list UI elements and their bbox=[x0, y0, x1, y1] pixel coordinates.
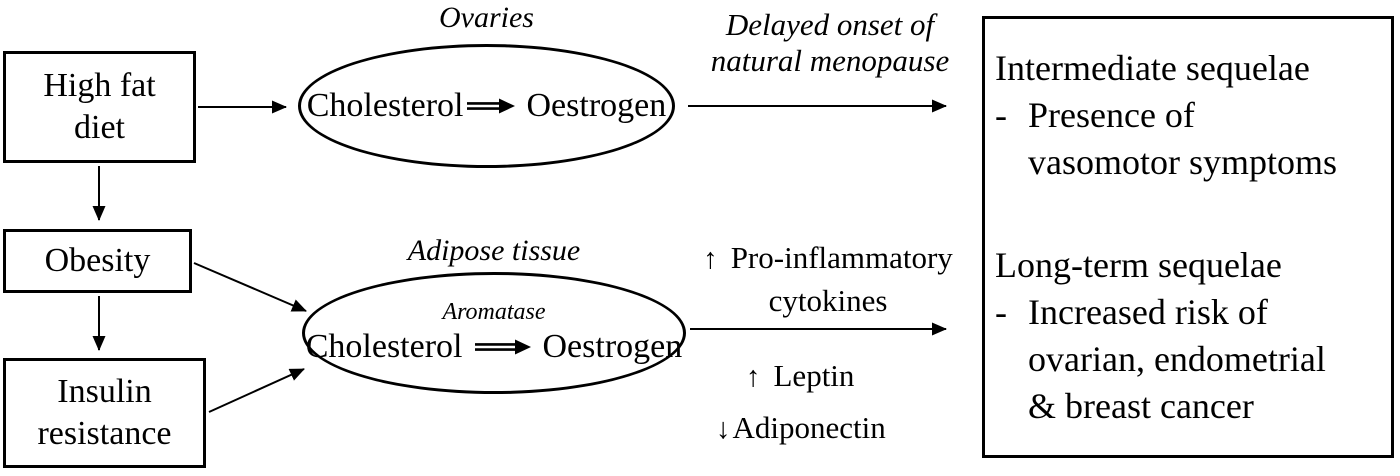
pro-inflammatory-line1: ↑ Pro-inflammatory bbox=[678, 237, 978, 280]
delayed-onset-line2: natural menopause bbox=[710, 43, 950, 78]
bullet-dash: - bbox=[995, 95, 1007, 135]
ovaries-ellipse: Cholesterol Oestrogen bbox=[298, 44, 675, 168]
increase-arrow-icon: ↑ bbox=[746, 361, 761, 393]
arrow-obesity-to-adipose bbox=[193, 262, 307, 312]
ovaries-product: Oestrogen bbox=[526, 87, 667, 124]
adipose-substrate: Cholesterol bbox=[305, 327, 463, 365]
intermediate-sequelae-bullet-text: Presence of vasomotor symptoms bbox=[1028, 92, 1337, 186]
ovaries-substrate: Cholesterol bbox=[306, 87, 464, 124]
pro-inflammatory-line2: cytokines bbox=[768, 283, 888, 318]
arrow-insulin-to-adipose bbox=[208, 368, 305, 413]
intermediate-bullet-line2: vasomotor symptoms bbox=[1028, 142, 1338, 182]
adipose-tissue-ellipse: Aromatase Cholesterol Oestrogen bbox=[302, 272, 686, 394]
increase-arrow-icon: ↑ bbox=[703, 243, 718, 275]
insulin-resistance-box: Insulin resistance bbox=[3, 358, 206, 468]
bullet-dash: - bbox=[995, 292, 1007, 332]
insulin-resistance-line1: Insulin bbox=[57, 372, 152, 410]
reaction-arrow-icon bbox=[474, 339, 531, 355]
obesity-box: Obesity bbox=[3, 229, 192, 293]
high-fat-diet-line1: High fat bbox=[43, 66, 156, 104]
delayed-onset-annotation: Delayed onset of natural menopause bbox=[680, 7, 980, 79]
intermediate-sequelae-title: Intermediate sequelae bbox=[995, 48, 1310, 88]
long-term-sequelae-bullet: - Increased risk of ovarian, endometrial… bbox=[995, 289, 1387, 430]
obesity-label: Obesity bbox=[44, 241, 151, 279]
pro-inflammatory-annotation: ↑ Pro-inflammatory cytokines bbox=[678, 237, 978, 321]
ovaries-reaction: Cholesterol Oestrogen bbox=[307, 87, 667, 125]
aromatase-label: Aromatase bbox=[442, 299, 546, 326]
intermediate-sequelae-bullet: - Presence of vasomotor symptoms bbox=[995, 92, 1387, 186]
intermediate-sequelae-section: Intermediate sequelae - Presence of vaso… bbox=[995, 45, 1387, 186]
adipose-product: Oestrogen bbox=[542, 327, 683, 365]
adipose-reaction: Cholesterol Oestrogen bbox=[306, 328, 683, 366]
long-term-bullet-line1: Increased risk of bbox=[1028, 292, 1268, 332]
adiponectin-annotation: ↓ Adiponectin bbox=[716, 410, 886, 446]
long-term-bullet-line2: ovarian, endometrial bbox=[1028, 339, 1326, 379]
high-fat-diet-box: High fat diet bbox=[3, 51, 196, 163]
decrease-arrow-icon: ↓ bbox=[716, 413, 731, 445]
long-term-sequelae-bullet-text: Increased risk of ovarian, endometrial &… bbox=[1028, 289, 1326, 430]
insulin-resistance-line2: resistance bbox=[37, 415, 172, 452]
intermediate-bullet-line1: Presence of bbox=[1028, 95, 1195, 135]
adiponectin-label: Adiponectin bbox=[732, 410, 886, 445]
long-term-bullet-line3: & breast cancer bbox=[1028, 386, 1254, 426]
pro-inflammatory-text: Pro-inflammatory bbox=[730, 240, 953, 275]
adipose-tissue-title: Adipose tissue bbox=[407, 234, 581, 267]
reaction-arrow-icon bbox=[466, 98, 515, 114]
high-fat-diet-line2: diet bbox=[74, 109, 125, 146]
leptin-annotation: ↑ Leptin bbox=[746, 358, 854, 394]
long-term-sequelae-section: Long-term sequelae - Increased risk of o… bbox=[995, 242, 1387, 430]
leptin-label: Leptin bbox=[773, 358, 855, 393]
ovaries-title: Ovaries bbox=[439, 1, 534, 34]
delayed-onset-line1: Delayed onset of bbox=[725, 7, 935, 42]
sequelae-outcomes-box: Intermediate sequelae - Presence of vaso… bbox=[982, 16, 1394, 458]
long-term-sequelae-title: Long-term sequelae bbox=[995, 245, 1282, 285]
